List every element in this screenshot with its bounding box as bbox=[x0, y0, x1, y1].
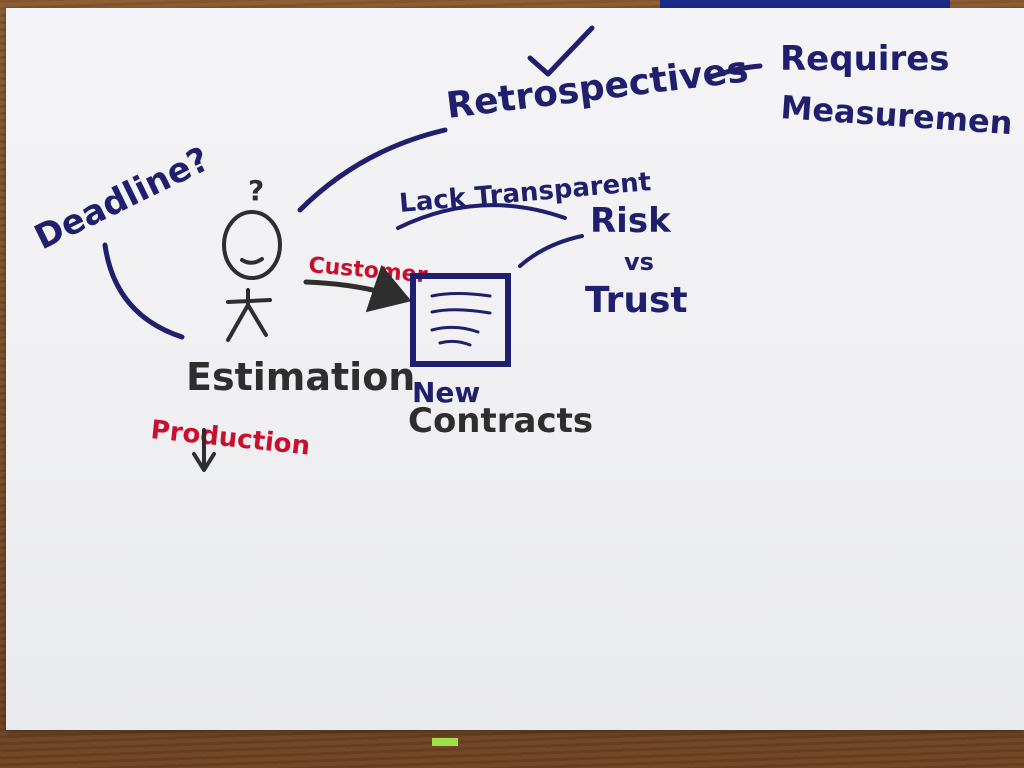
retrospectives-curve bbox=[297, 127, 448, 213]
production-arrow-icon bbox=[192, 428, 216, 472]
retrospectives-label: Retrospectives bbox=[444, 49, 750, 127]
sticky-note-edge bbox=[432, 738, 458, 746]
book-corner bbox=[660, 0, 950, 8]
trust-label: Trust bbox=[585, 280, 688, 321]
new-label: New bbox=[412, 376, 480, 409]
deadline-label: Deadline? bbox=[28, 139, 215, 258]
risk-label: Risk bbox=[590, 201, 672, 241]
retrospectives-requires-connector bbox=[705, 63, 763, 81]
risk-connector bbox=[518, 234, 584, 268]
production-label: Production bbox=[149, 415, 311, 462]
document-icon bbox=[410, 273, 511, 367]
estimation-label: Estimation bbox=[186, 355, 415, 399]
customer-arrow-icon bbox=[303, 264, 412, 313]
vs-label: vs bbox=[624, 248, 654, 276]
requires-label: Requires bbox=[780, 39, 950, 79]
measurement-label: Measuremen bbox=[779, 88, 1013, 142]
contracts-label: Contracts bbox=[408, 401, 593, 441]
deadline-curve bbox=[102, 242, 185, 340]
head-question-mark: ? bbox=[248, 174, 264, 207]
stick-figure-icon bbox=[222, 210, 282, 342]
whiteboard-paper bbox=[6, 8, 1024, 730]
checkmark-icon bbox=[527, 25, 595, 77]
lack-transparent-underline bbox=[396, 203, 567, 230]
